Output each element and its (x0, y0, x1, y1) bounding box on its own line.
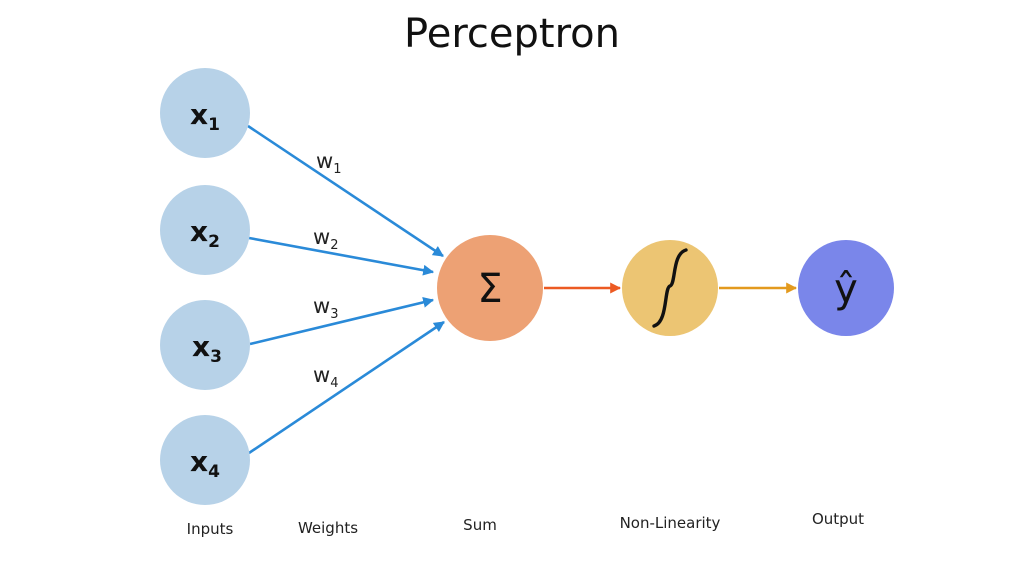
caption-sum: Sum (463, 516, 497, 534)
svg-text:x4: x4 (190, 445, 220, 482)
input-subscript: 3 (210, 347, 222, 367)
weight-arrow-4 (248, 320, 445, 455)
output-node: ŷ (798, 240, 894, 336)
caption-weights: Weights (298, 519, 358, 537)
input-node-4: x4 (160, 415, 250, 505)
weight-label-1: w1 (316, 149, 341, 177)
sigma-icon: Σ (477, 266, 502, 312)
weight-arrow-1 (247, 124, 444, 258)
input-var: x (190, 215, 208, 248)
caption-inputs: Inputs (187, 520, 234, 538)
input-node-1: x1 (160, 68, 250, 158)
y-hat-icon: ŷ (834, 266, 858, 312)
sigmoid-curve-icon (652, 248, 688, 328)
input-var: x (190, 98, 208, 131)
caption-output: Output (812, 510, 864, 528)
weight-arrow-3 (249, 296, 435, 346)
svg-text:x1: x1 (190, 98, 220, 135)
sum-node: Σ (437, 235, 543, 341)
weight-label-3: w3 (313, 294, 338, 322)
diagram-title: Perceptron (404, 11, 620, 57)
input-node-2: x2 (160, 185, 250, 275)
weight-label-4: w4 (313, 363, 338, 391)
svg-text:x3: x3 (192, 330, 222, 367)
input-subscript: 2 (208, 232, 220, 252)
input-subscript: 1 (208, 115, 220, 135)
input-var: x (190, 445, 208, 478)
svg-text:x2: x2 (190, 215, 220, 252)
input-subscript: 4 (208, 462, 220, 482)
weight-label-2: w2 (313, 225, 338, 253)
input-var: x (192, 330, 210, 363)
input-node-3: x3 (160, 300, 250, 390)
caption-nonlinearity: Non-Linearity (620, 514, 721, 532)
weight-arrow-2 (248, 236, 435, 276)
activation-node (622, 240, 718, 336)
